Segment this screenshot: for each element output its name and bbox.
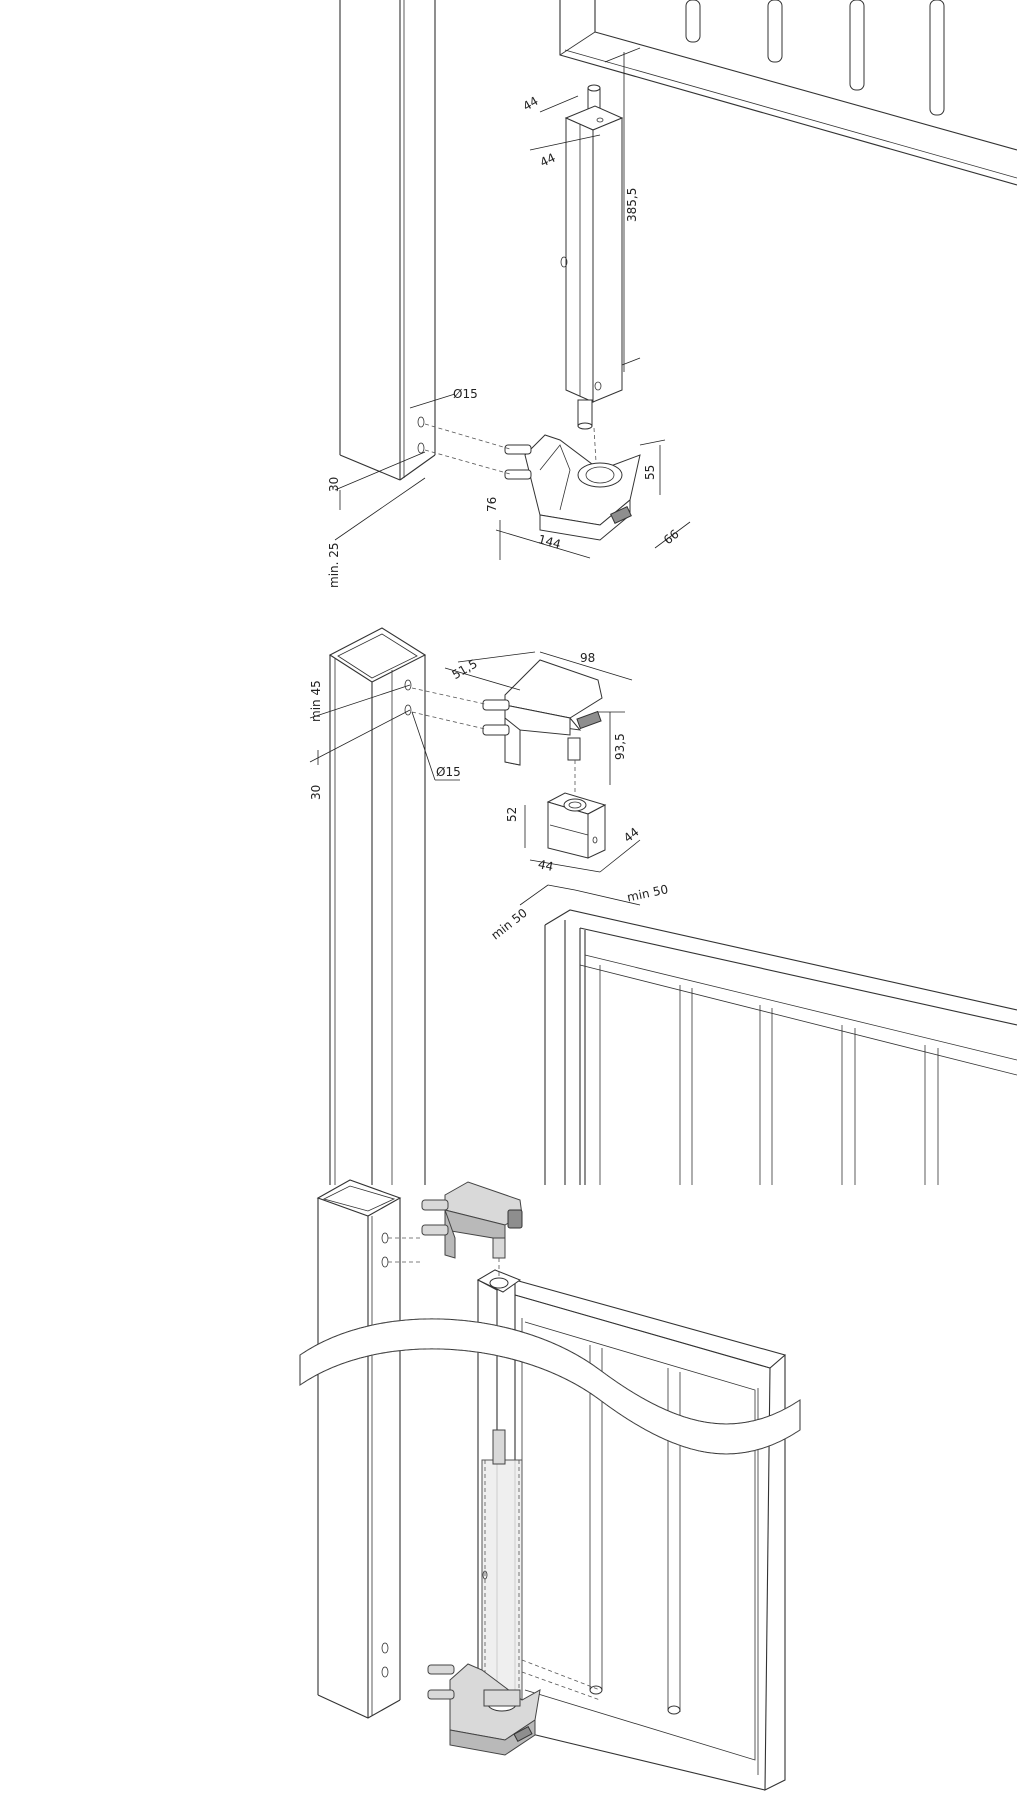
post-assembled [316,1179,402,1719]
dim-closer-length: 385,5 [625,188,639,222]
hidden-lines-middle [411,687,576,795]
top-hinge-assembled [388,1181,523,1289]
section-assembled-view [299,1179,801,1791]
closer-hidden-in-frame [481,1429,601,1711]
dim-bracket-width: 144 [537,532,563,551]
post-top [339,0,436,481]
dim-gate-min-b: min 50 [626,882,670,904]
dim-edge-distance-top: min. 25 [327,542,341,588]
dim-cap-height: 52 [505,807,519,822]
dim-cap-width-b: 44 [621,825,642,845]
dim-hinge-offset: 51,5 [450,657,480,682]
dim-bracket-depth: 76 [485,497,499,512]
hidden-lines-top [424,423,597,475]
dim-hole-spacing-top: 30 [327,477,341,492]
dim-bolt-diameter-top: Ø15 [453,387,478,401]
bottom-bracket-assembled [427,1663,541,1756]
post-cap [546,792,607,859]
section-top-hinge-cap: 51,5 98 93,5 min 45 30 Ø15 52 44 44 min … [309,627,1017,1185]
gate-frame-middle [544,909,1017,1185]
gate-frame-top [559,0,1017,186]
dim-hole-spacing-mid: 30 [309,785,323,800]
dim-cap-width-a: 44 [537,857,555,874]
dim-gate-min-a: min 50 [488,906,529,943]
dimension-lines-top [334,47,691,560]
section-closer-bottom-bracket: 44 44 385,5 Ø15 55 76 144 66 30 min. 25 [327,0,1017,588]
dim-bracket-side: 66 [661,527,682,547]
break-line [299,1318,801,1455]
dimension-lines-middle [309,651,641,906]
dim-hinge-height: 93,5 [613,733,627,760]
gate-closer-cylinder [560,84,624,430]
dim-top-width-a: 44 [520,94,540,114]
dim-edge-distance-mid: min 45 [309,680,323,722]
dim-bolt-diameter-mid: Ø15 [436,765,461,779]
post-middle [328,627,427,1185]
bottom-bracket [504,434,641,541]
dim-top-width-b: 44 [538,151,558,170]
top-hinge [482,659,603,766]
dim-hinge-width: 98 [580,651,595,665]
dim-bracket-height: 55 [643,465,657,480]
gate-assembled [476,1269,787,1791]
